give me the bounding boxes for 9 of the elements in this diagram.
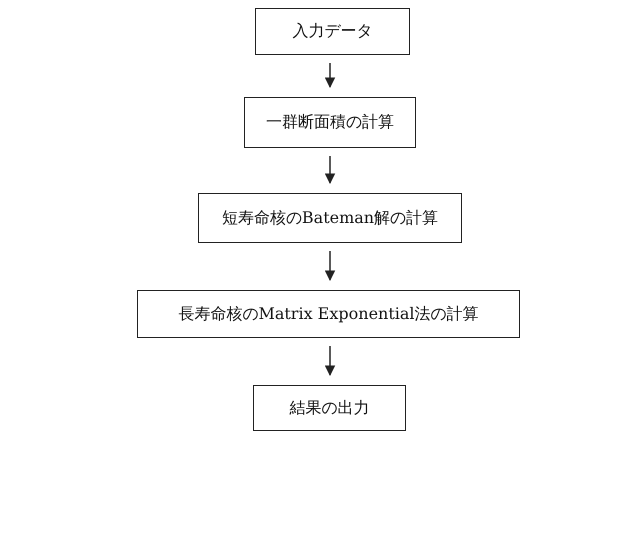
process-box: 結果の出力 [253,385,406,431]
process-box: 短寿命核のBateman解の計算 [198,193,462,243]
arrow [324,63,336,88]
arrow [324,251,336,282]
arrow [324,156,336,184]
arrow [324,346,336,376]
process-box: 一群断面積の計算 [244,97,416,148]
process-box: 長寿命核のMatrix Exponential法の計算 [137,290,520,338]
process-box: 入力データ [255,8,410,55]
